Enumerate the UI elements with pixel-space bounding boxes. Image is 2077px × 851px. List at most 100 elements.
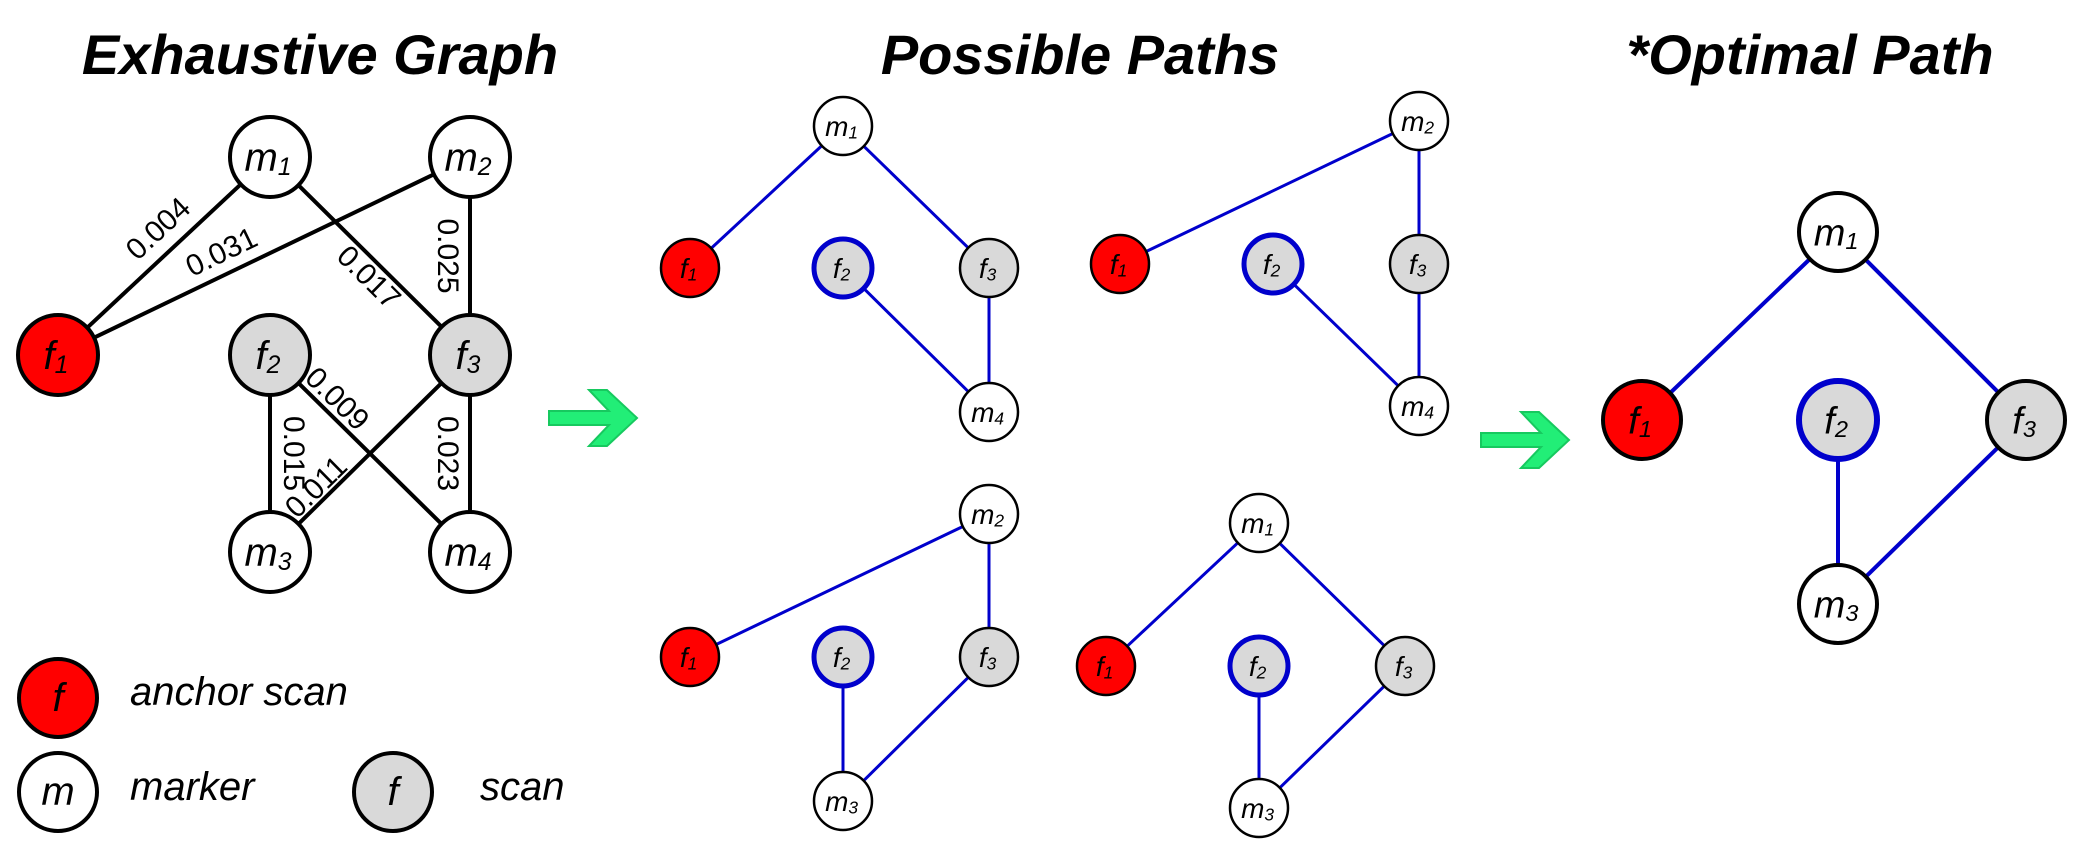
node-f1-label: f1 — [1628, 400, 1652, 442]
node-f1-label: f1 — [680, 253, 697, 285]
path3-edge-f1-m2 — [715, 525, 964, 646]
optimal-edge-m1-f3 — [1864, 258, 2000, 394]
node-f3-label: f3 — [979, 642, 997, 674]
node-m1: m1 — [812, 95, 874, 157]
edge-weight-f2-m3: 0.015 — [277, 416, 310, 491]
node-f3-circle — [958, 237, 1020, 299]
node-m3-circle — [228, 510, 312, 594]
node-f2-label: f2 — [833, 642, 851, 674]
node-m4-label: m4 — [1401, 391, 1434, 423]
node-m1-circle — [1797, 191, 1879, 273]
node-f3-circle — [1374, 635, 1436, 697]
legend-symbol-marker: m — [17, 751, 99, 833]
node-f1: f1 — [16, 313, 100, 397]
node-m2: m2 — [958, 483, 1020, 545]
graph-edge-f3-m3 — [297, 381, 443, 526]
node-f3-label: f3 — [1409, 249, 1427, 281]
node-f3-label: f3 — [979, 253, 997, 285]
node-f2-label: f2 — [1824, 400, 1848, 442]
optimal-edge-f3-m3 — [1864, 445, 2000, 579]
exhaustive-graph-title: Exhaustive Graph — [81, 23, 559, 86]
node-m1-circle — [1228, 492, 1290, 554]
node-f3-label: f3 — [2012, 400, 2036, 442]
optimal-path-title: *Optimal Path — [1626, 23, 1994, 86]
edge-weight-m1-f3: 0.017 — [330, 239, 407, 315]
node-f3-circle — [428, 313, 512, 397]
optimal-edge-f1-m1 — [1668, 257, 1812, 395]
node-m2-label: m2 — [1401, 106, 1434, 138]
node-f2: f2 — [1227, 634, 1291, 698]
node-m1: m1 — [228, 115, 312, 199]
node-m1-label: m1 — [244, 136, 291, 181]
node-m1: m1 — [1797, 191, 1879, 273]
possible-paths-title: Possible Paths — [880, 23, 1280, 86]
node-f3: f3 — [958, 626, 1020, 688]
node-f2: f2 — [1241, 232, 1305, 296]
node-f1-circle — [16, 313, 100, 397]
node-m4-circle — [958, 381, 1020, 443]
arrow-to-possible-paths — [548, 389, 639, 447]
legend-symbol-scan: f — [352, 751, 434, 833]
node-f2: f2 — [811, 625, 875, 689]
node-f2-circle — [1796, 378, 1880, 462]
node-m2-label: m2 — [971, 499, 1004, 531]
node-m2-circle — [958, 483, 1020, 545]
node-f1-label: f1 — [1096, 651, 1113, 683]
graph-edge-m1-f3 — [297, 183, 443, 329]
node-m3-label: m3 — [244, 531, 291, 576]
node-f1-label: f1 — [680, 642, 697, 674]
node-f2: f2 — [1796, 378, 1880, 462]
node-m2-label: m2 — [444, 136, 491, 181]
node-f2-circle — [228, 313, 312, 397]
node-m4: m4 — [958, 381, 1020, 443]
node-m1-circle — [228, 115, 312, 199]
path3-edge-f3-m3 — [862, 676, 970, 782]
node-f3-circle — [958, 626, 1020, 688]
edge-weight-f3-m4: 0.023 — [431, 416, 464, 491]
node-m4-label: m4 — [444, 531, 491, 576]
node-f1: f1 — [659, 626, 721, 688]
node-m4: m4 — [1388, 375, 1450, 437]
graph-edge-f1-m2 — [93, 172, 435, 340]
node-f1-circle — [1075, 635, 1137, 697]
node-m1-label: m1 — [825, 111, 858, 143]
node-f1: f1 — [1075, 635, 1137, 697]
path2-edge-m4-f2 — [1292, 283, 1400, 387]
node-f2-label: f2 — [1249, 651, 1267, 683]
node-f2-label: f2 — [1263, 249, 1281, 281]
node-m3: m3 — [1797, 563, 1879, 645]
path1-edge-f1-m1 — [710, 144, 823, 250]
arrow-to-optimal-path — [1480, 411, 1571, 469]
node-f3-circle — [1388, 233, 1450, 295]
node-f2: f2 — [811, 236, 875, 300]
node-m3-circle — [812, 770, 874, 832]
node-m3: m3 — [228, 510, 312, 594]
node-m1-circle — [812, 95, 874, 157]
node-f1-circle — [659, 626, 721, 688]
node-f1-circle — [1601, 379, 1683, 461]
node-m2: m2 — [428, 115, 512, 199]
node-f2: f2 — [228, 313, 312, 397]
node-m4: m4 — [428, 510, 512, 594]
node-f3-circle — [1985, 379, 2067, 461]
path1-edge-m4-f2 — [862, 287, 970, 393]
legend-label-anchor: anchor scan — [130, 670, 348, 714]
node-m4-circle — [1388, 375, 1450, 437]
legend-symbol-marker-letter: m — [41, 770, 74, 814]
node-f3: f3 — [428, 313, 512, 397]
node-m3-label: m3 — [825, 786, 858, 818]
node-f3: f3 — [1374, 635, 1436, 697]
edge-weight-m2-f3: 0.025 — [431, 218, 464, 293]
node-f1-circle — [1089, 233, 1151, 295]
node-m2-circle — [1388, 90, 1450, 152]
path2-edge-f1-m2 — [1145, 132, 1394, 253]
legend-symbol-anchor: f — [17, 657, 99, 739]
node-m2-circle — [428, 115, 512, 199]
node-f1-circle — [659, 237, 721, 299]
node-f1: f1 — [659, 237, 721, 299]
node-m3-circle — [1228, 777, 1290, 839]
node-f2-circle — [1227, 634, 1291, 698]
node-m3-label: m3 — [1241, 793, 1274, 825]
